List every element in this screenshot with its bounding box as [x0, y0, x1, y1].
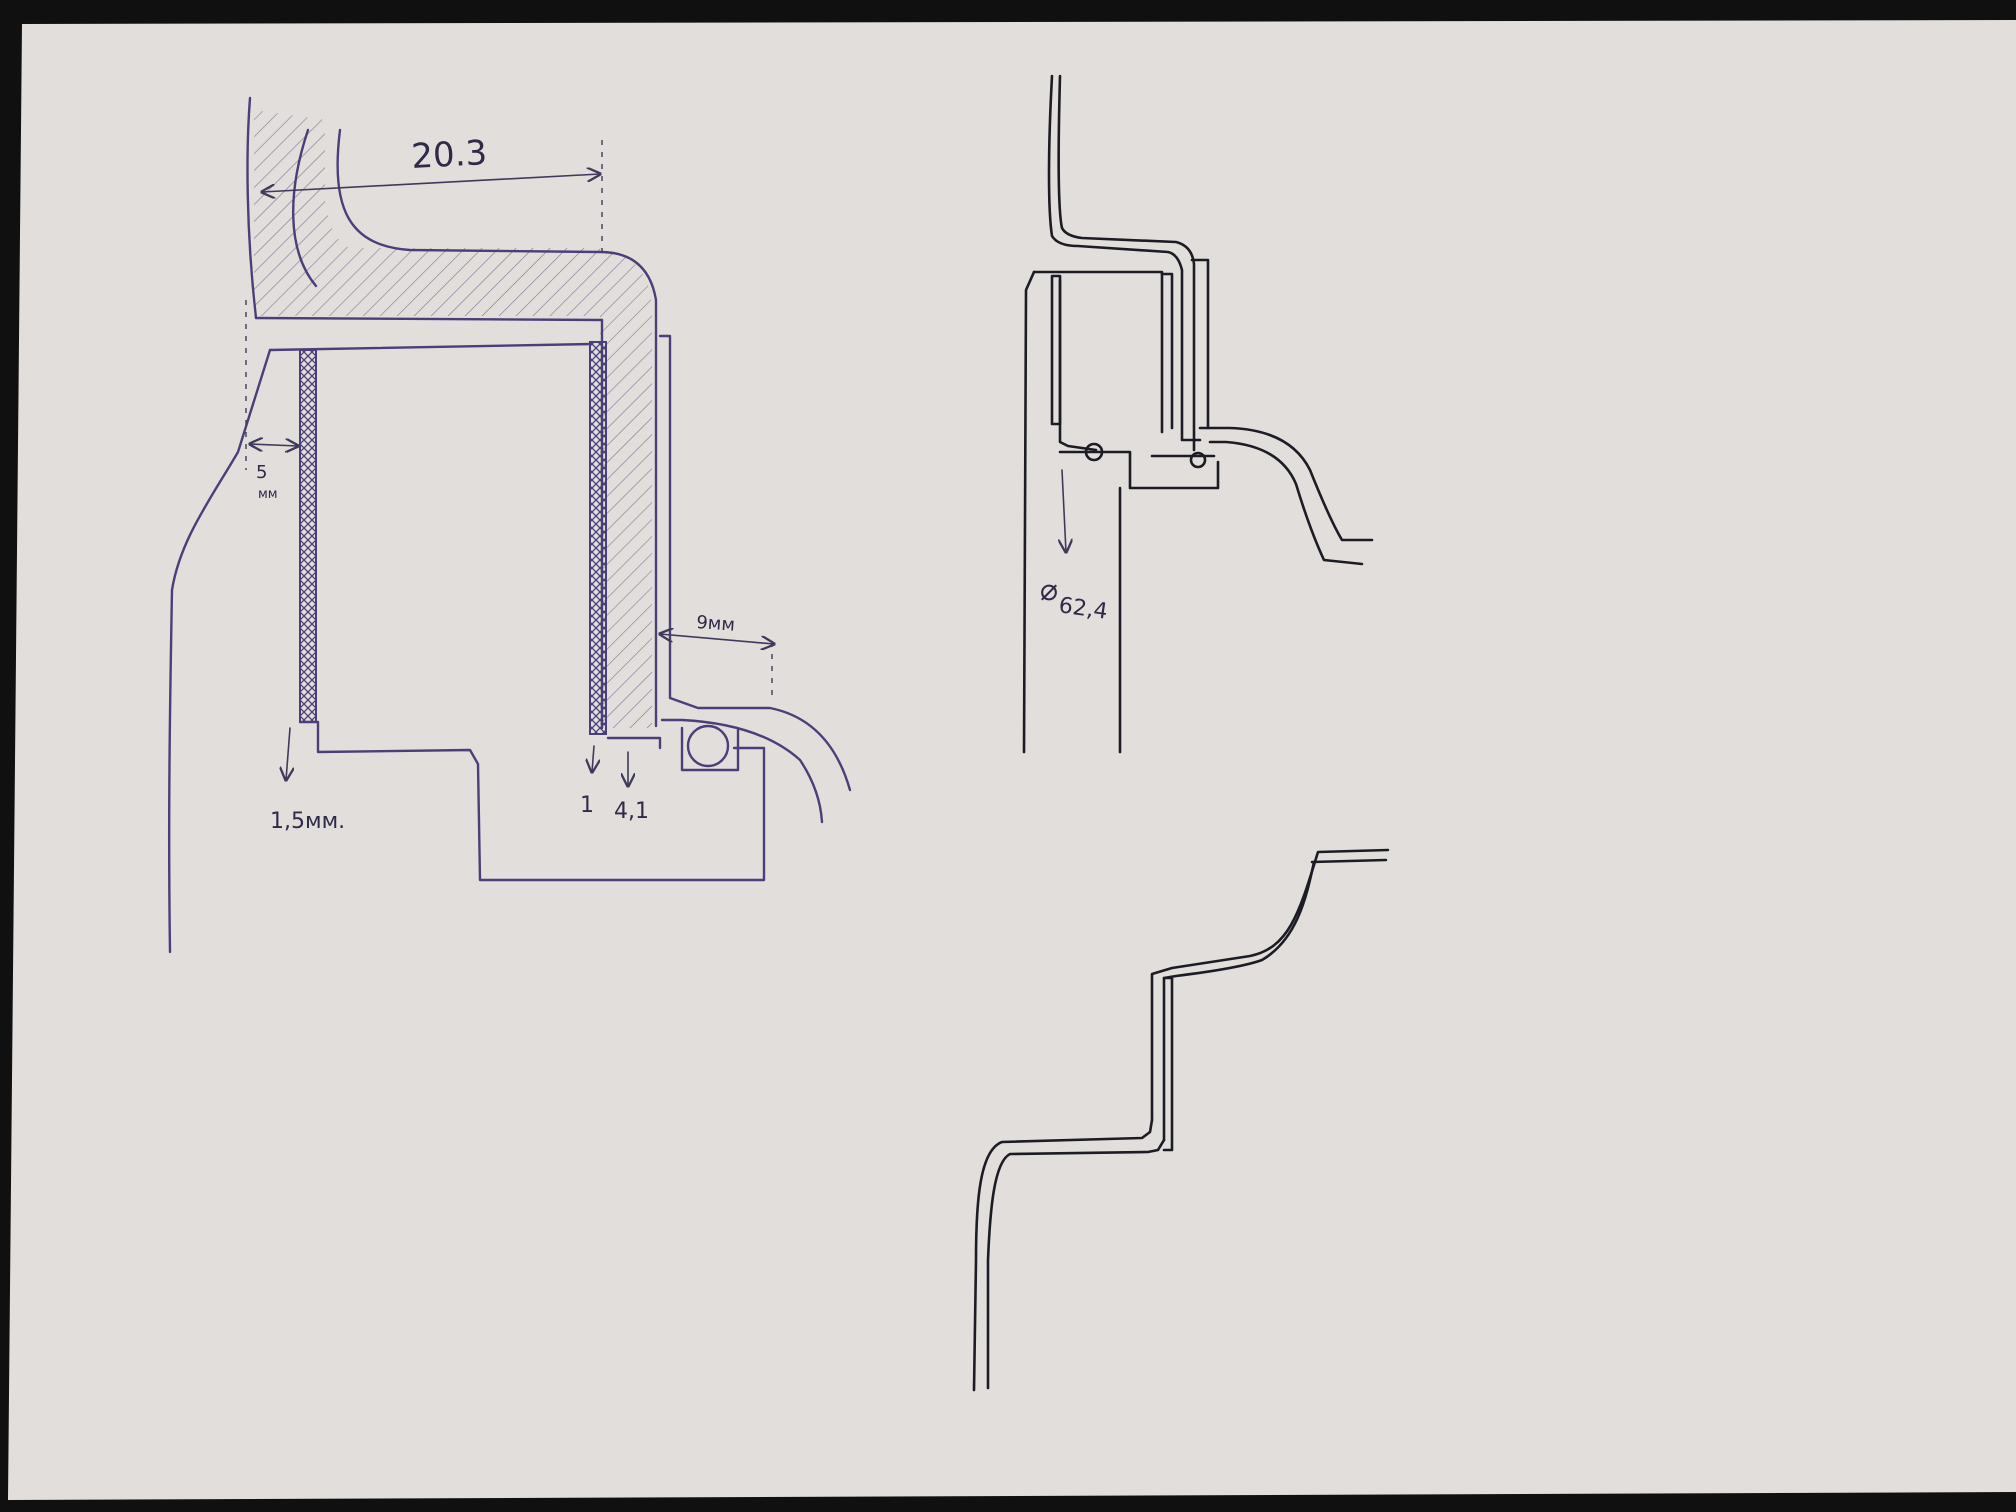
- dim-label-top: 20.3: [410, 133, 488, 177]
- left-outer-wall: [167, 348, 272, 954]
- outer-profile-line-1: [1047, 74, 1202, 442]
- outer-cover-line: [658, 334, 852, 792]
- diameter-callout-arrow: [1062, 469, 1066, 552]
- right-plate: [1190, 258, 1210, 430]
- diameter-symbol: ⌀: [1040, 573, 1058, 608]
- dim-line-left-wall: [250, 444, 298, 446]
- profile-lower-inner: [986, 1138, 1166, 1390]
- housing-top-line: [254, 316, 604, 322]
- housing-outer-line: [246, 96, 258, 320]
- outlet-tube-lower: [1208, 440, 1364, 566]
- dim-label-left-wall-unit: мм: [258, 487, 278, 502]
- dim-label-left-wall: 5: [256, 462, 267, 483]
- o-ring-left: [1084, 442, 1104, 462]
- housing-inner-line-1: [292, 128, 318, 288]
- hatched-housing: [254, 110, 652, 728]
- callout-arrow-left: [286, 727, 290, 780]
- dim-line-top: [262, 174, 600, 192]
- right-top-cross-section-sketch: ⌀ 62,4: [1022, 74, 1374, 754]
- bottom-step-left: [1058, 450, 1220, 490]
- o-ring-right: [1189, 451, 1207, 469]
- dim-label-right-gap: 9мм: [696, 612, 736, 636]
- outlet-tube-upper: [1206, 426, 1374, 542]
- o-ring: [686, 724, 730, 768]
- inner-top-line: [268, 342, 594, 352]
- left-inner-sleeve-2: [1058, 278, 1098, 452]
- middle-sleeve: [1160, 272, 1174, 430]
- left-cross-section-sketch: 20.3 5 мм 9мм 1,5мм. 1 4,1: [167, 96, 852, 954]
- stepped-shaft: [298, 720, 766, 882]
- outer-cover-inner-line: [660, 718, 824, 824]
- paper-sheet: [8, 20, 2016, 1500]
- callout-arrow-mid: [592, 745, 594, 772]
- dim-label-bottom-mid: 1: [580, 793, 594, 818]
- left-block-top: [1032, 270, 1164, 434]
- left-bearing-sleeve: [299, 349, 317, 723]
- seal-housing: [680, 726, 740, 772]
- dim-label-bottom-right: 4,1: [614, 799, 649, 824]
- left-block-outer: [1022, 270, 1036, 754]
- outer-profile-line-2: [1057, 74, 1196, 452]
- shaft-left-step: [606, 736, 662, 750]
- profile-lower-outer: [972, 1118, 1154, 1392]
- profile-plate: [1162, 976, 1174, 1152]
- right-bottom-profile-sketch: [972, 848, 1390, 1392]
- dim-line-right-gap: [660, 634, 774, 644]
- right-bearing-sleeve: [589, 341, 607, 735]
- profile-inner-line: [1150, 848, 1390, 1122]
- dim-label-bottom-left: 1,5мм.: [270, 809, 345, 834]
